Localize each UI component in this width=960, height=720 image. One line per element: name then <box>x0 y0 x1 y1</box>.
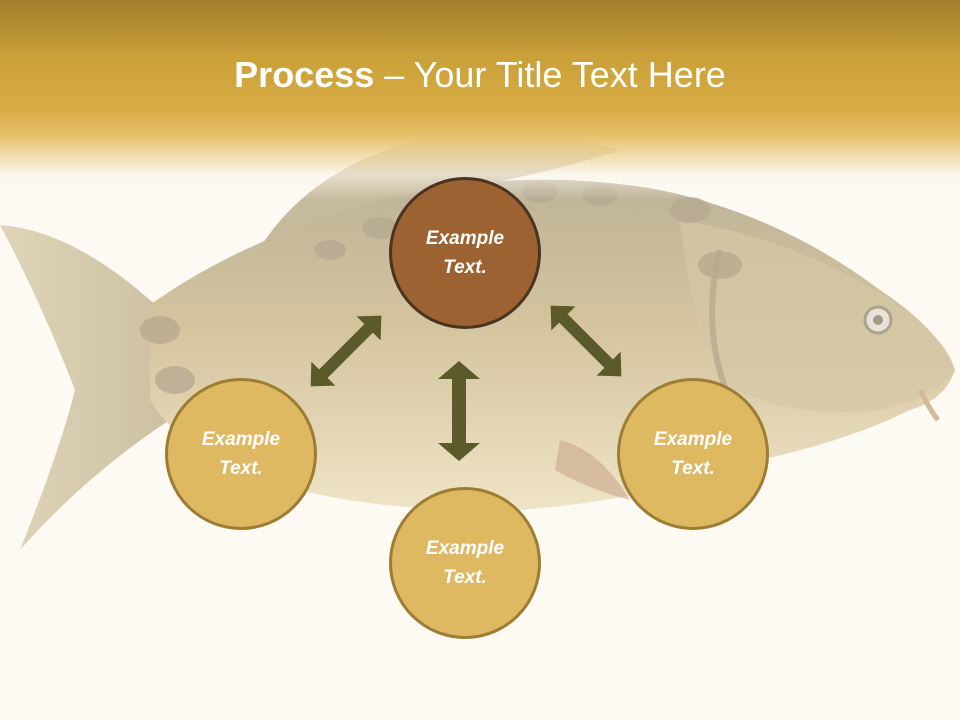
title-bold: Process <box>234 54 375 95</box>
arrow-top-right <box>550 305 622 377</box>
node-bottom[interactable]: Example Text. <box>389 487 541 639</box>
node-top[interactable]: Example Text. <box>389 177 541 329</box>
node-right-label: Example Text. <box>653 429 733 479</box>
node-right[interactable]: Example Text. <box>617 378 769 530</box>
node-left-label: Example Text. <box>201 429 281 479</box>
arrow-vertical <box>438 361 480 461</box>
title-bar <box>0 0 960 200</box>
node-top-label: Example Text. <box>425 228 505 278</box>
node-left[interactable]: Example Text. <box>165 378 317 530</box>
node-bottom-label: Example Text. <box>425 538 505 588</box>
arrow-top-left <box>310 315 382 387</box>
slide-title: Process – Your Title Text Here <box>0 52 960 98</box>
title-rest: – Your Title Text Here <box>374 54 726 95</box>
